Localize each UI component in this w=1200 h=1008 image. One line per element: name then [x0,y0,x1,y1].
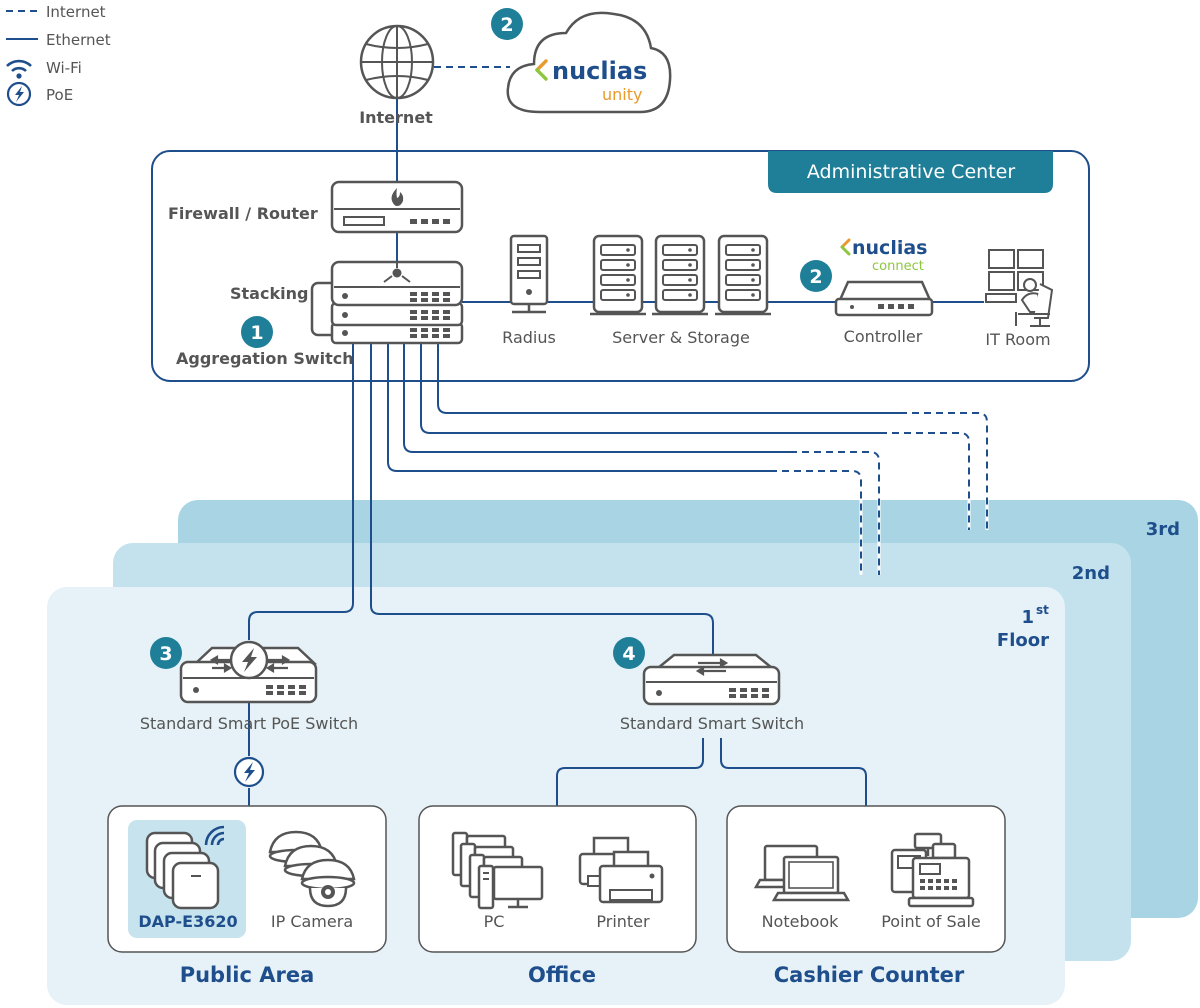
smart-cashier-link [720,738,867,806]
legend: Internet Ethernet Wi-Fi PoE [6,3,111,107]
smart-badge: 4 [622,643,635,665]
connections [248,66,989,806]
nuclias-connect-logo-mark-icon [840,238,851,256]
pos-terminal-icon [890,832,975,908]
admin-title-tab [768,151,1071,193]
radius-server-icon [509,234,549,314]
poe-icon [6,81,32,107]
admin-title: Administrative Center [807,161,1015,183]
stack-poe-switch-link [248,342,354,640]
stacking-label: Stacking [230,284,308,303]
ap-label: DAP-E3620 [138,912,237,931]
agg-badge: 1 [250,322,263,344]
notebook-icon [753,844,851,902]
cloud-brand: nuclias [552,57,647,85]
smart-switch-device [642,653,781,706]
floor-2-label: 2nd [1072,563,1110,584]
poe-switch-device [179,640,318,704]
floor3-dash-a [880,432,970,530]
cloud-sub: unity [602,85,642,104]
poe-link-icon [233,756,265,788]
printer-icon [578,836,664,904]
firewall-router [330,180,464,234]
aggregation-arrows-icon [383,262,411,283]
smart-badge-circle [613,637,645,669]
ip-camera-icon [268,830,356,908]
poe-switch-label: Standard Smart PoE Switch [140,714,358,733]
connect-sub: connect [872,259,924,274]
stack-smart-switch-link [370,342,714,655]
printer-label: Printer [596,912,650,931]
cloud-shape [506,11,672,114]
pc-icon [451,831,544,910]
notebook-label: Notebook [762,912,840,931]
poe-badge: 3 [159,643,172,665]
it-room-operator-icon [985,249,1054,327]
firewall-label: Firewall / Router [168,204,318,223]
controller-label: Controller [844,327,923,346]
legend-internet-label: Internet [46,3,106,21]
public-area-title: Public Area [180,963,315,987]
switch-arrows-icon [695,658,729,676]
pc-label: PC [484,912,505,931]
floor2-dash-b [790,451,880,575]
controller-device [834,280,934,317]
floor-1-word: Floor [997,630,1049,651]
legend-wifi-label: Wi-Fi [46,59,82,77]
legend-ethernet-label: Ethernet [46,31,111,49]
server-label: Server & Storage [612,328,750,347]
smart-switch-label: Standard Smart Switch [620,714,804,733]
internet-label: Internet [359,108,433,127]
wifi-icon [6,59,32,79]
legend-poe-label: PoE [46,86,73,104]
connect-brand: nuclias [852,237,927,259]
camera-label: IP Camera [271,912,353,931]
aggregation-switch-stack [310,260,464,345]
access-point-icon [145,831,220,910]
poe-badge-circle [150,637,182,669]
floor-1-suffix: st [1036,603,1049,617]
server-storage-icon [590,234,771,316]
controller-badge: 2 [809,266,822,288]
fire-icon [391,188,404,206]
pos-label: Point of Sale [881,912,981,931]
cloud-badge-circle [491,8,523,40]
floor2-dash-a [770,470,862,575]
floor-1-number: 1 [1021,607,1034,628]
smart-office-link [556,738,704,806]
admin-center-frame [151,150,1090,382]
radius-label: Radius [502,328,556,347]
ap-wifi-icon [204,825,225,846]
agg-badge-circle [241,316,273,348]
poe-bolt-icon [229,640,269,680]
cashier-title: Cashier Counter [774,963,965,987]
office-title: Office [528,963,596,987]
floor3-dash-b [900,412,988,530]
aggregation-label: Aggregation Switch [176,349,354,368]
nuclias-logo-mark-icon [535,59,548,81]
floor-3-label: 3rd [1146,519,1180,540]
cloud-badge: 2 [500,14,513,36]
globe-icon [359,24,435,100]
controller-badge-circle [800,260,832,292]
itroom-label: IT Room [985,330,1050,349]
